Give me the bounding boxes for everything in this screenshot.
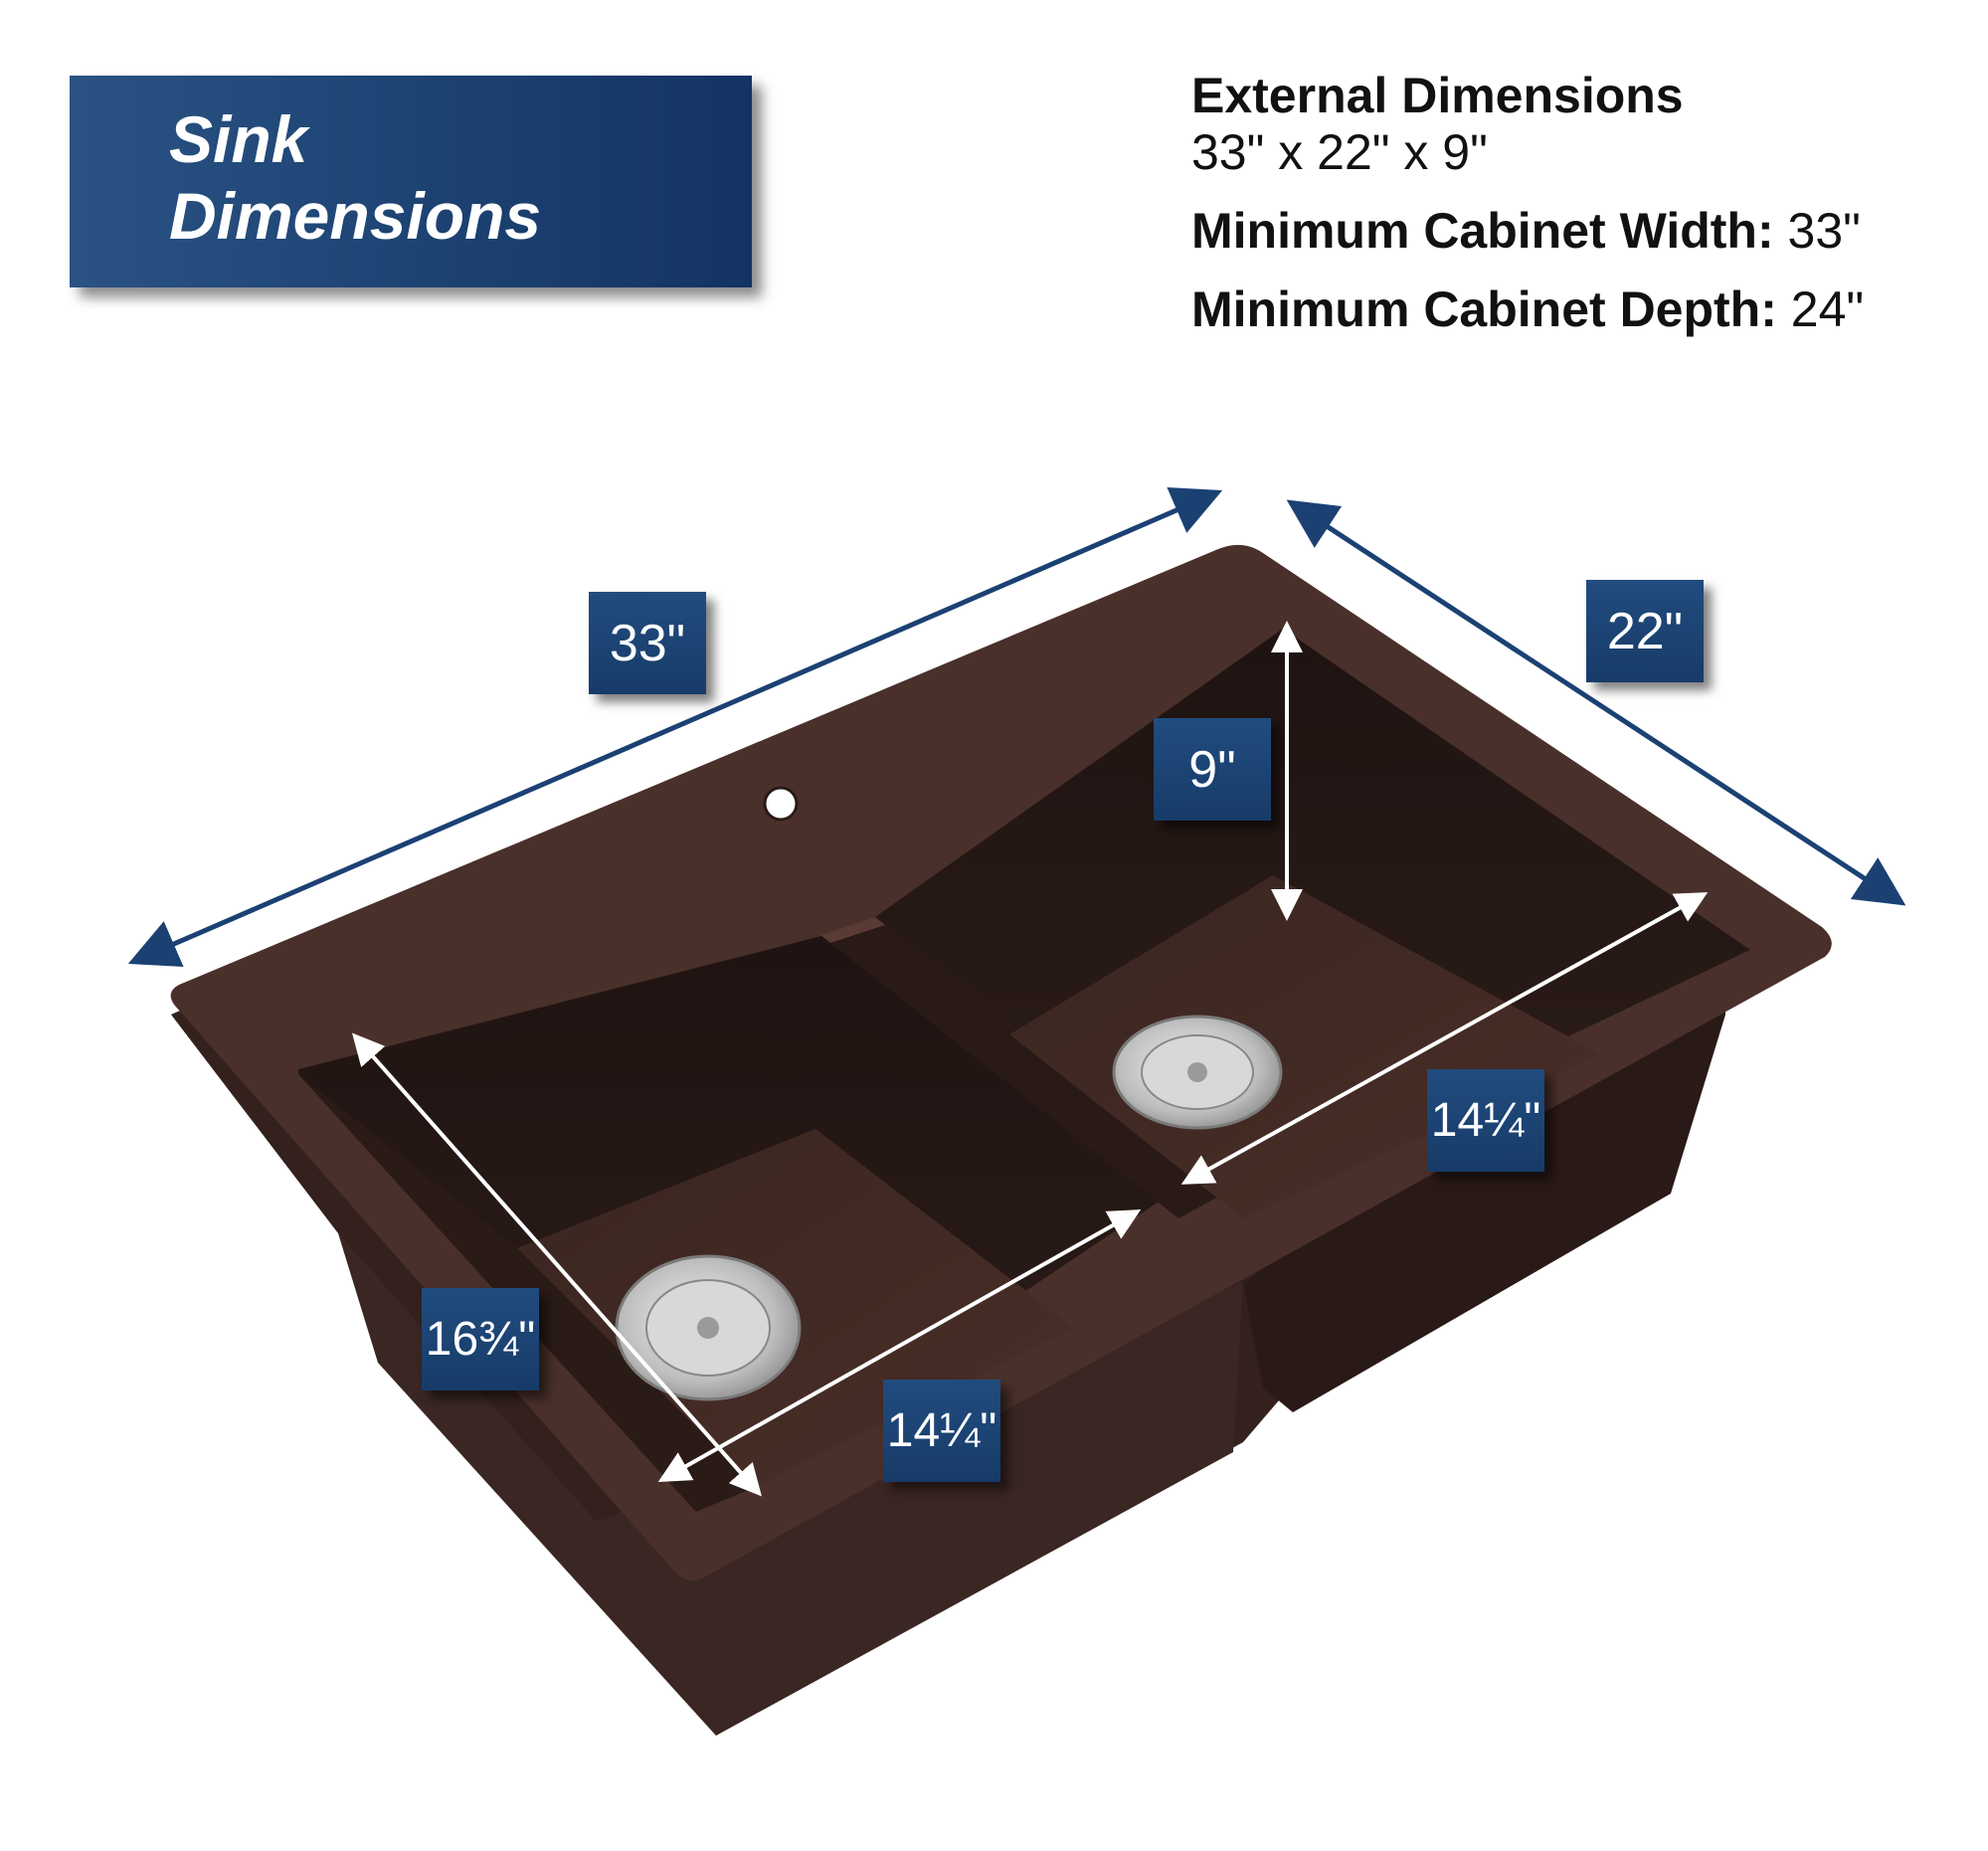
title-line-2: Dimensions [169,179,542,253]
width-label: 22" [1606,602,1684,660]
specs-panel: External Dimensions 33" x 22" x 9" Minim… [1191,68,1864,338]
external-dimensions-value: 33" x 22" x 9" [1191,124,1488,180]
right-bowl-width-label: 14¼" [1430,1094,1541,1147]
depth-badge: 9" [1154,718,1271,821]
width-badge: 22" [1586,580,1704,682]
left-bowl-length-label: 16¾" [425,1313,536,1366]
length-badge: 33" [589,592,706,694]
length-label: 33" [609,614,686,672]
title-line-1: Sink [169,102,308,176]
length-arrow [127,486,1223,968]
faucet-hole [763,786,799,822]
cabinet-width-value: 33" [1787,203,1861,259]
title-banner: Sink Dimensions [70,76,752,287]
external-dimensions-label: External Dimensions [1191,68,1684,123]
bowl-divider [820,917,1233,1218]
cabinet-width-label: Minimum Cabinet Width: [1191,203,1774,259]
right-bowl-width-badge: 14¼" [1427,1069,1544,1172]
left-bowl-length-badge: 16¾" [422,1288,539,1390]
cabinet-width-line: Minimum Cabinet Width: 33" [1191,203,1864,260]
right-drain [1112,1015,1283,1130]
cabinet-depth-value: 24" [1790,281,1865,337]
depth-label: 9" [1188,740,1236,799]
left-bowl-width-badge: 14¼" [883,1380,1000,1482]
cabinet-depth-line: Minimum Cabinet Depth: 24" [1191,281,1864,338]
left-drain [615,1254,802,1401]
right-bowl-width-arrow [1180,892,1709,1185]
left-bowl-width-arrow [657,1209,1142,1482]
width-arrow [1286,499,1906,906]
cabinet-depth-label: Minimum Cabinet Depth: [1191,281,1777,337]
left-bowl-width-label: 14¼" [886,1404,997,1457]
